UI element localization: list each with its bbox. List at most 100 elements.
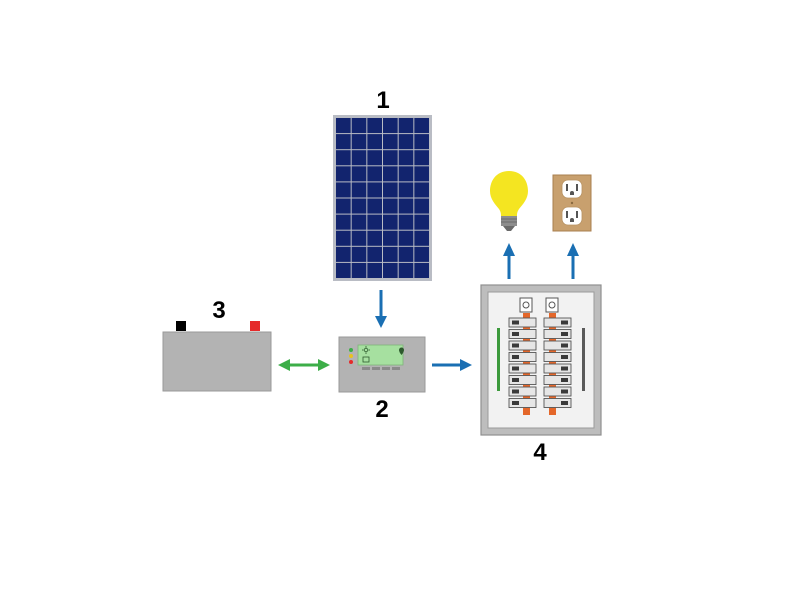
solar-cell [367,182,382,198]
status-led-green [349,348,353,352]
solar-cell [336,182,351,198]
charge-controller [338,336,426,393]
solar-cell [383,214,398,230]
solar-cell [351,166,367,182]
breaker-switch [543,329,572,339]
breaker-switch [508,386,537,397]
solar-cell [336,262,351,278]
solar-cell [383,198,398,214]
battery-positive-terminal [250,321,260,331]
battery-icon [362,356,370,363]
solar-cell [383,246,398,262]
solar-cell [414,198,429,214]
breaker-switch [508,329,537,339]
breakers [508,317,572,408]
solar-cell [336,134,351,150]
solar-cell [383,182,398,198]
solar-cell [351,134,367,150]
solar-cell [398,230,414,246]
sun-icon [362,346,370,354]
solar-cell [367,246,382,262]
solar-cell [383,262,398,278]
solar-cell [414,118,429,134]
solar-cell [336,246,351,262]
breaker-switch [543,386,572,397]
solar-cell [351,230,367,246]
outlet-socket-bottom [561,206,583,226]
solar-cell [383,230,398,246]
solar-cell [414,230,429,246]
controller-buttons [362,367,400,370]
breaker-switch [508,317,537,328]
status-led-red [349,360,353,364]
solar-cell [351,246,367,262]
solar-cell [336,230,351,246]
status-led-yellow [349,354,353,358]
solar-cell [414,182,429,198]
neutral-rail-right [582,328,585,391]
solar-cell [367,166,382,182]
breaker-switch [508,375,537,385]
breaker-panel [480,284,602,436]
solar-cell [336,166,351,182]
solar-cell [398,118,414,134]
solar-cell [414,262,429,278]
outlet [552,174,592,232]
arrow-panel-to-controller [375,290,387,328]
breaker-switch [543,375,572,385]
solar-cell [383,118,398,134]
solar-cell [367,118,382,134]
breaker-switch [508,340,537,351]
solar-cell [367,198,382,214]
solar-cell [367,150,382,166]
outlet-screw [570,201,574,205]
ground-rail-left [497,328,500,391]
solar-cell [383,150,398,166]
solar-cell [398,214,414,230]
battery [162,321,272,392]
solar-cell [367,230,382,246]
solar-cell [398,262,414,278]
light-bulb [490,171,528,231]
solar-cell [336,150,351,166]
label-breaker-panel: 4 [533,439,547,466]
solar-cell [414,214,429,230]
solar-cell [336,214,351,230]
breaker-switch [543,317,572,328]
solar-cell [351,198,367,214]
arrow-breaker-to-bulb [503,243,515,279]
solar-cell [367,134,382,150]
solar-cell [367,262,382,278]
solar-cell [351,214,367,230]
solar-panel [333,115,432,281]
solar-cell [414,150,429,166]
solar-panel-cells [336,118,429,278]
breaker-switch [508,363,537,374]
arrow-controller-to-breaker [432,359,472,371]
solar-cell [414,134,429,150]
breaker-switch [543,398,572,408]
solar-cell [367,214,382,230]
solar-cell [383,134,398,150]
main-lug-left [519,297,533,313]
breaker-switch [508,352,537,362]
solar-cell [351,262,367,278]
breaker-switch [543,340,572,351]
label-solar-panel: 1 [376,87,390,114]
battery-negative-terminal [176,321,186,331]
bulb-icon [399,347,404,355]
solar-cell [414,166,429,182]
arrow-battery-controller-bidirectional [278,359,330,371]
main-lug-right [545,297,559,313]
solar-cell [398,182,414,198]
solar-cell [351,118,367,134]
solar-cell [398,166,414,182]
solar-cell [351,150,367,166]
solar-cell [398,246,414,262]
arrow-breaker-to-outlet [567,243,579,279]
breaker-switch [543,352,572,362]
solar-cell [398,134,414,150]
solar-cell [351,182,367,198]
solar-cell [398,150,414,166]
outlet-socket-top [561,179,583,199]
